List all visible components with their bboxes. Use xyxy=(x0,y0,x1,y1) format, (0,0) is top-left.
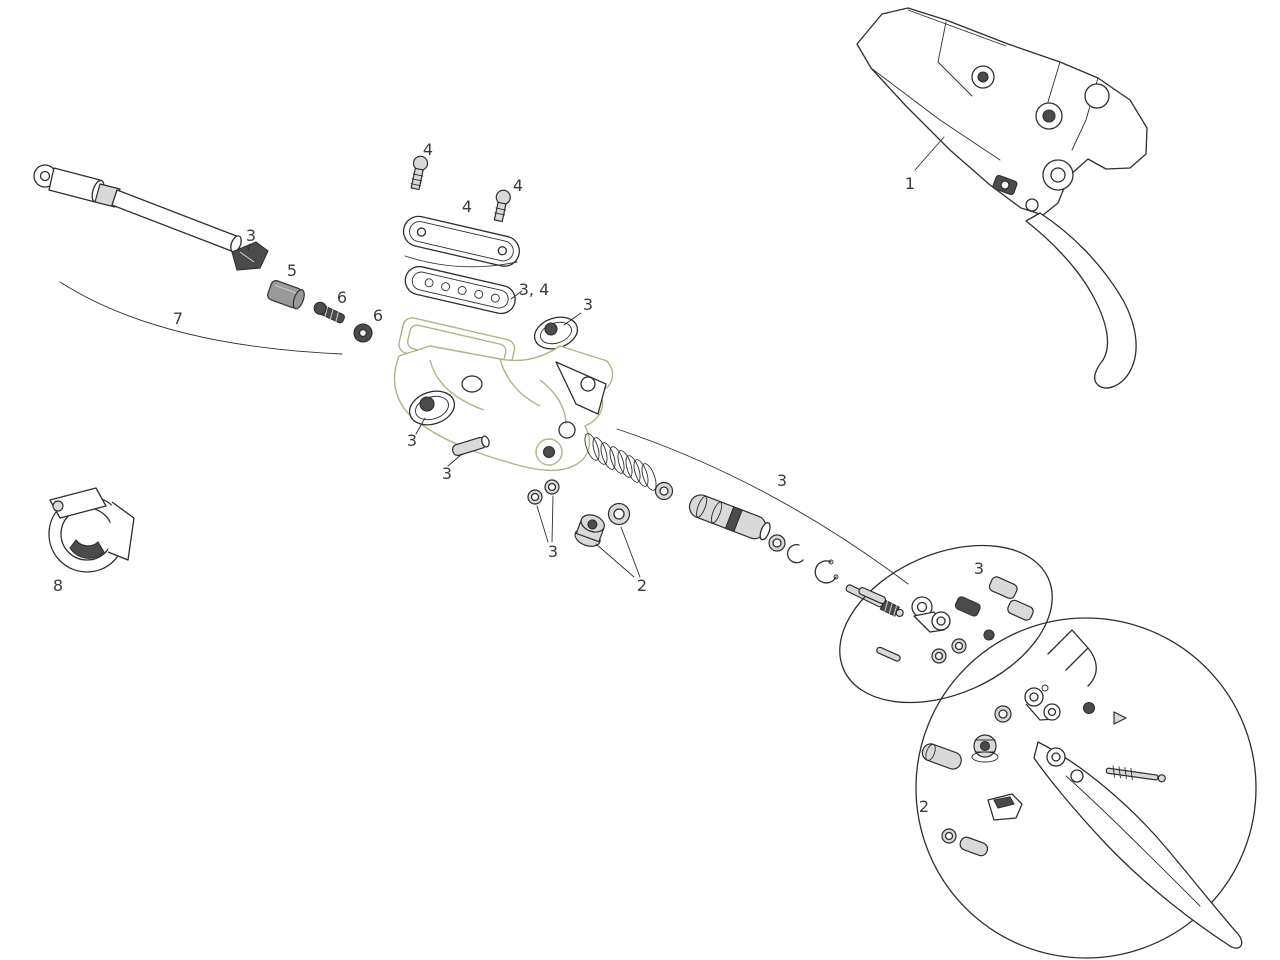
cover-screw-top xyxy=(410,155,429,191)
compression-nut xyxy=(267,280,305,310)
label-compression-nut: 5 xyxy=(287,261,297,280)
pivot-pin xyxy=(447,435,490,467)
label-nut-washer: 2 xyxy=(637,576,647,595)
bushings xyxy=(527,479,560,543)
label-hose-fitting: 3 xyxy=(246,226,256,245)
lever-internals-detail xyxy=(915,617,1257,959)
compression-screw xyxy=(313,301,345,324)
handlebar-clamp xyxy=(48,487,135,573)
label-cover-screw-right: 4 xyxy=(513,176,523,195)
label-cover-screw-top: 4 xyxy=(423,140,433,159)
label-hose: 7 xyxy=(173,309,183,328)
compression-olive xyxy=(353,323,373,343)
label-lever-internals: 2 xyxy=(919,797,929,816)
small-parts-group xyxy=(839,544,1053,704)
reservoir-cover xyxy=(402,215,520,268)
label-bushings: 3 xyxy=(548,542,558,561)
cap-lower xyxy=(408,390,456,435)
return-spring xyxy=(584,433,657,491)
hose-fitting-wedge xyxy=(231,241,269,271)
cover-screw-right xyxy=(493,189,511,223)
master-cylinder-body xyxy=(393,317,614,472)
nut-and-washer xyxy=(574,502,641,578)
label-small-parts: 3 xyxy=(974,559,984,578)
reservoir-diaphragm xyxy=(404,265,523,315)
label-compression-olive: 6 xyxy=(373,306,383,325)
label-compression-screw: 6 xyxy=(337,288,347,307)
label-cap-upper: 3 xyxy=(583,295,593,314)
label-lever-assembly: 1 xyxy=(905,174,915,193)
label-pivot-pin: 3 xyxy=(442,464,452,483)
label-piston-kit: 3 xyxy=(777,471,787,490)
cap-upper xyxy=(533,312,582,350)
label-diaphragm: 3, 4 xyxy=(519,280,550,299)
label-reservoir-cover: 4 xyxy=(462,197,472,216)
hose xyxy=(33,164,343,355)
label-bar-clamp: 8 xyxy=(53,576,63,595)
detail-lever-blade xyxy=(1033,741,1243,949)
lever-blade xyxy=(1025,212,1137,389)
label-cap-lower: 3 xyxy=(407,431,417,450)
brake-lever-body xyxy=(856,7,1148,389)
